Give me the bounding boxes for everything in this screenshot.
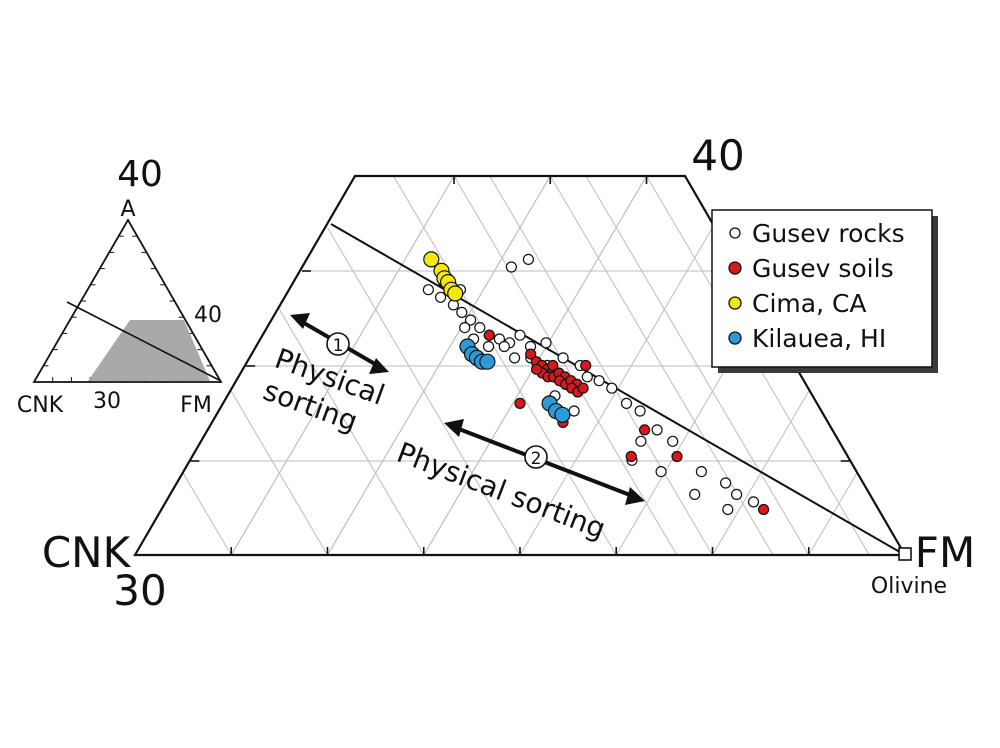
point-gusev-rocks — [435, 291, 447, 303]
main-left-value: 30 — [113, 566, 166, 615]
olivine-square-marker — [898, 547, 912, 561]
point-gusev-soils — [671, 450, 683, 463]
main-left-label: CNK — [42, 528, 132, 577]
grid-line-diagonal — [489, 175, 713, 556]
point-gusev-rocks — [581, 371, 593, 383]
legend-marker-cima-ca — [728, 296, 742, 310]
inset-left-label: CNK — [17, 393, 64, 418]
legend-label-kilauea-hi: Kilauea, HI — [752, 324, 886, 353]
point-gusev-rocks — [422, 284, 434, 296]
point-gusev-rocks — [568, 405, 580, 417]
grid-line-diagonal — [585, 175, 810, 556]
point-gusev-soils — [625, 450, 637, 463]
point-gusev-rocks — [689, 488, 701, 500]
point-gusev-rocks — [456, 306, 468, 318]
legend-marker-gusev-rocks — [729, 227, 741, 239]
grid-line-diagonal — [453, 175, 678, 556]
point-gusev-rocks — [514, 329, 526, 341]
annotation-1-text: Physical sorting — [259, 342, 397, 447]
main-trend-line — [330, 223, 906, 556]
inset-right-label: FM — [180, 393, 212, 418]
annotation-1-number: 1 — [333, 336, 344, 356]
legend-label-gusev-soils: Gusev soils — [752, 254, 894, 283]
main-ternary: 40 CNK 30 FM Olivine 1 Physical sorting … — [42, 131, 975, 615]
legend-marker-gusev-soils — [728, 261, 742, 275]
point-gusev-rocks — [465, 314, 477, 326]
grid-line-diagonal — [393, 175, 617, 556]
grid-line-diagonal — [278, 309, 425, 556]
point-gusev-rocks — [606, 382, 618, 394]
inset-top-value: 40 — [117, 154, 163, 195]
point-kilauea-hi — [479, 353, 496, 370]
grid-line-diagonal — [230, 175, 455, 556]
point-cima-ca — [423, 251, 440, 268]
inset-left-value: 30 — [93, 389, 121, 414]
annotation-2-text: Physical sorting — [392, 436, 610, 546]
point-gusev-rocks — [651, 424, 663, 436]
inset-ternary: 40 A 40 CNK 30 FM — [17, 154, 223, 418]
point-gusev-rocks — [522, 253, 535, 265]
point-gusev-rocks — [505, 261, 517, 273]
point-gusev-soils — [577, 382, 589, 394]
point-gusev-rocks — [634, 405, 646, 417]
data-points — [422, 251, 770, 516]
point-gusev-rocks — [482, 340, 495, 353]
point-gusev-rocks — [620, 397, 633, 409]
point-kilauea-hi — [554, 406, 571, 423]
legend-box — [711, 209, 933, 368]
point-gusev-soils — [483, 329, 495, 341]
point-gusev-rocks — [635, 435, 647, 447]
endmember-label: Olivine — [871, 574, 947, 599]
point-gusev-soils — [530, 363, 543, 375]
point-gusev-rocks — [722, 503, 734, 516]
main-top-value: 40 — [691, 131, 744, 180]
main-right-label: FM — [915, 528, 975, 577]
arrow-2-head-end — [625, 487, 645, 505]
point-gusev-rocks — [593, 375, 605, 387]
inset-apex-label: A — [120, 197, 135, 222]
point-gusev-soils — [580, 359, 592, 372]
inset-trend-line — [66, 301, 222, 382]
point-gusev-soils — [514, 397, 526, 409]
grid-line-diagonal — [327, 175, 551, 556]
arrow-1-head-start — [290, 313, 310, 329]
point-gusev-rocks — [508, 352, 521, 364]
point-gusev-rocks — [667, 435, 679, 447]
arrow-1-head-end — [369, 358, 389, 374]
inset-right-value: 40 — [194, 303, 222, 328]
point-gusev-rocks — [719, 477, 732, 489]
grid-line-diagonal — [182, 472, 232, 556]
point-gusev-rocks — [747, 496, 760, 508]
inset-shaded-region — [88, 320, 210, 381]
point-gusev-rocks — [498, 340, 510, 353]
point-gusev-rocks — [557, 352, 569, 364]
point-gusev-rocks — [474, 322, 486, 334]
sorting-arrow-2: 2 Physical sorting — [392, 419, 645, 545]
point-cima-ca — [447, 285, 464, 302]
point-gusev-soils — [757, 503, 770, 516]
point-gusev-rocks — [459, 322, 471, 334]
point-gusev-soils — [525, 348, 537, 360]
arrow-2-head-start — [444, 419, 464, 437]
point-gusev-rocks — [730, 488, 743, 500]
point-gusev-rocks — [540, 337, 552, 349]
annotation-1-badge — [326, 332, 350, 356]
point-gusev-rocks — [655, 466, 667, 478]
point-gusev-rocks — [695, 466, 708, 478]
legend-marker-kilauea-hi — [728, 331, 742, 345]
legend-label-gusev-rocks: Gusev rocks — [752, 219, 905, 248]
sorting-arrow-1: 1 Physical sorting — [259, 313, 397, 447]
annotation-2-number: 2 — [531, 449, 542, 469]
legend-label-cima-ca: Cima, CA — [752, 289, 867, 318]
inset-frame — [32, 218, 223, 383]
annotation-2-badge — [524, 445, 548, 469]
point-gusev-soils — [638, 424, 651, 436]
point-gusev-soils — [547, 359, 559, 372]
